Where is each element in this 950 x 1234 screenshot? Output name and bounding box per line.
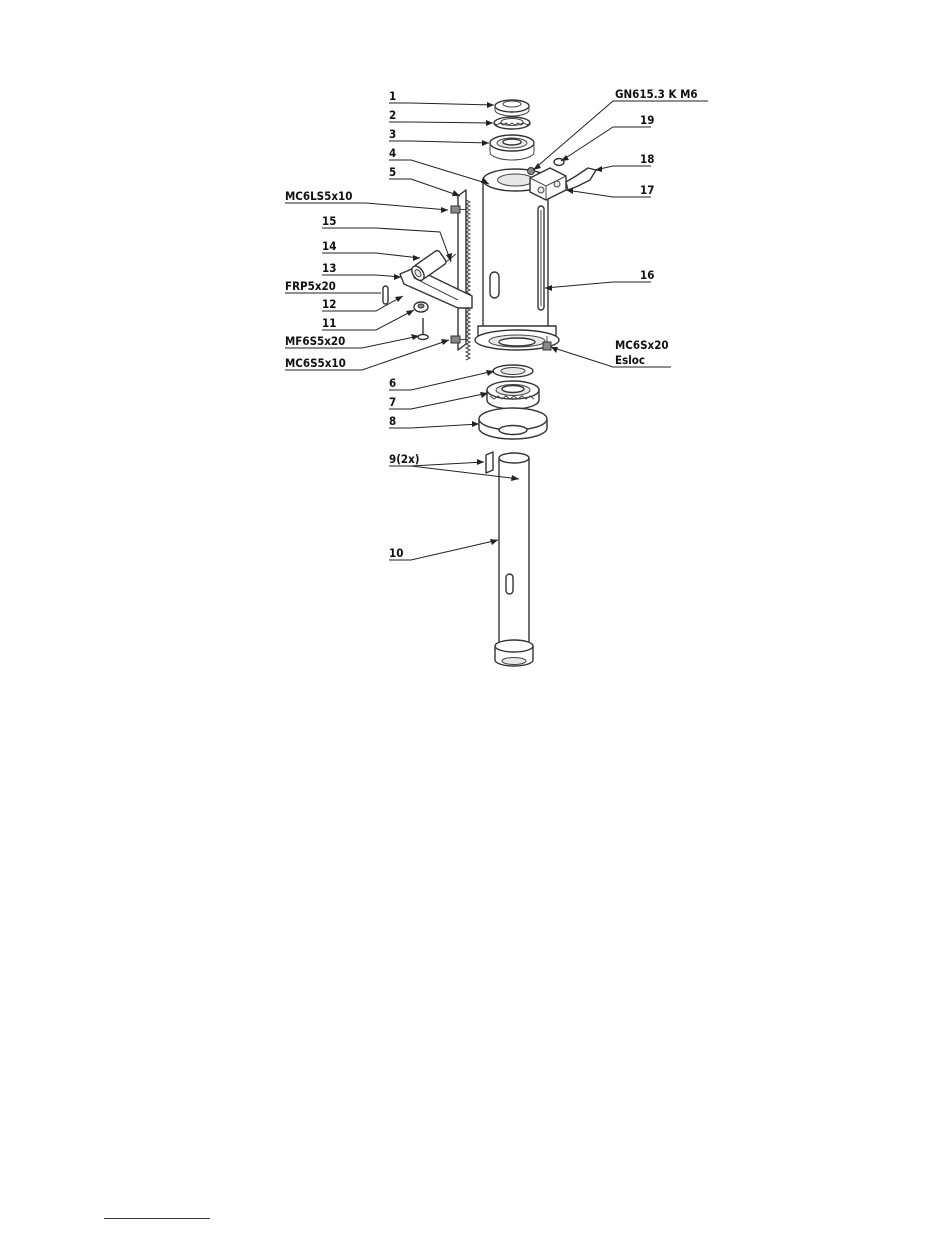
part-5-rack bbox=[458, 190, 470, 360]
label-part-17: 17 bbox=[640, 183, 654, 197]
part-3-bearing bbox=[490, 135, 534, 160]
label-part-14: 14 bbox=[322, 239, 336, 253]
label-part-3: 3 bbox=[389, 127, 396, 141]
label-part-10: 10 bbox=[389, 546, 403, 560]
label-mc6s-screw: MC6S5x10 bbox=[285, 356, 346, 370]
part-6-washer bbox=[493, 365, 533, 377]
label-part-16: 16 bbox=[640, 268, 654, 282]
part-8-disc bbox=[479, 408, 547, 439]
label-part-1: 1 bbox=[389, 89, 396, 103]
label-part-9: 9(2x) bbox=[389, 452, 420, 466]
part-7-bearing bbox=[487, 381, 539, 409]
pin-frp bbox=[383, 286, 388, 304]
label-part-7: 7 bbox=[389, 395, 396, 409]
label-part-2: 2 bbox=[389, 108, 396, 122]
footnote-rule bbox=[104, 1218, 210, 1219]
label-mc6ls-screw: MC6LS5x10 bbox=[285, 189, 352, 203]
screw-mf6s bbox=[418, 318, 428, 340]
label-part-5: 5 bbox=[389, 165, 396, 179]
label-part-11: 11 bbox=[322, 316, 336, 330]
part-11-ring bbox=[414, 302, 428, 312]
label-part-15: 15 bbox=[322, 214, 336, 228]
label-gn-knob: GN615.3 K M6 bbox=[615, 87, 698, 101]
label-esloc: Esloc bbox=[615, 353, 645, 367]
part-1-nut bbox=[495, 100, 529, 116]
label-part-6: 6 bbox=[389, 376, 396, 390]
parts-group bbox=[383, 100, 596, 666]
label-mf6s-screw: MF6S5x20 bbox=[285, 334, 345, 348]
part-2-lock-washer bbox=[494, 117, 530, 129]
label-frp-pin: FRP5x20 bbox=[285, 279, 336, 293]
part-gn-knob bbox=[528, 168, 535, 175]
part-18-lever bbox=[566, 168, 596, 190]
part-10-shaft bbox=[495, 453, 533, 666]
label-part-12: 12 bbox=[322, 297, 336, 311]
label-part-8: 8 bbox=[389, 414, 396, 428]
label-part-13: 13 bbox=[322, 261, 336, 275]
label-mc6s-esloc-screw: MC6Sx20 bbox=[615, 338, 669, 352]
label-part-19: 19 bbox=[640, 113, 654, 127]
label-part-18: 18 bbox=[640, 152, 654, 166]
label-part-4: 4 bbox=[389, 146, 396, 160]
